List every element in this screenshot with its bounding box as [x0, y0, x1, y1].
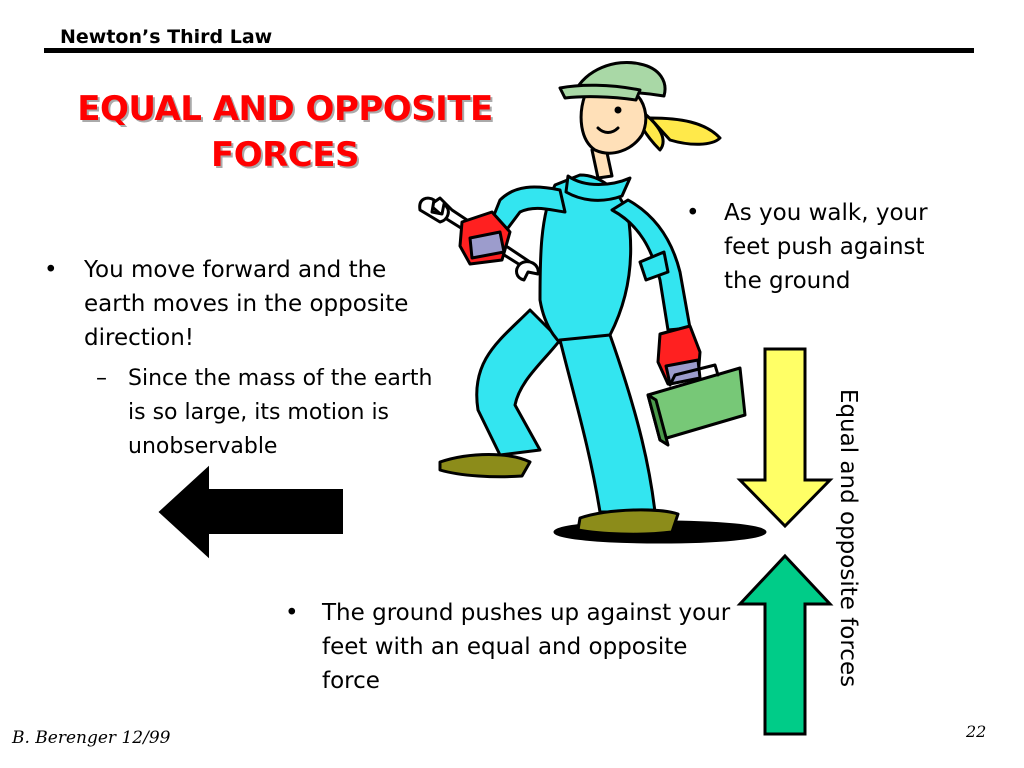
vertical-label: Equal and opposite forces: [835, 388, 861, 688]
bullet-right: • As you walk, your feet push against th…: [686, 196, 976, 298]
footer-author: B. Berenger 12/99: [12, 728, 171, 748]
toolbox-icon: [646, 363, 747, 447]
bullet-bottom: • The ground pushes up against your feet…: [285, 596, 745, 698]
bullet-right-text: As you walk, your feet push against the …: [724, 200, 928, 294]
bullet-left-text: You move forward and the earth moves in …: [84, 257, 409, 351]
slide-title-line1: EQUAL AND OPPOSITE: [77, 89, 493, 129]
walking-mechanic-illustration: [418, 60, 767, 544]
up-arrow-icon: [736, 553, 834, 736]
left-arrow-icon: [158, 465, 343, 559]
bullet-left: • You move forward and the earth moves i…: [44, 253, 444, 355]
bullet-left-sub: – Since the mass of the earth is so larg…: [96, 362, 436, 464]
bullet-mark: •: [285, 600, 299, 626]
slide-title: EQUAL AND OPPOSITE FORCES: [40, 86, 530, 178]
down-arrow-icon: [736, 347, 834, 529]
sub-bullet-mark: –: [96, 366, 107, 391]
header-title: Newton’s Third Law: [60, 26, 273, 48]
slide-title-line2: FORCES: [211, 135, 359, 175]
header-rule: [44, 48, 974, 53]
page-number: 22: [966, 722, 987, 741]
bullet-left-sub-text: Since the mass of the earth is so large,…: [128, 366, 433, 459]
bullet-bottom-text: The ground pushes up against your feet w…: [322, 600, 731, 694]
bullet-mark: •: [686, 200, 700, 226]
bullet-mark: •: [44, 257, 58, 283]
